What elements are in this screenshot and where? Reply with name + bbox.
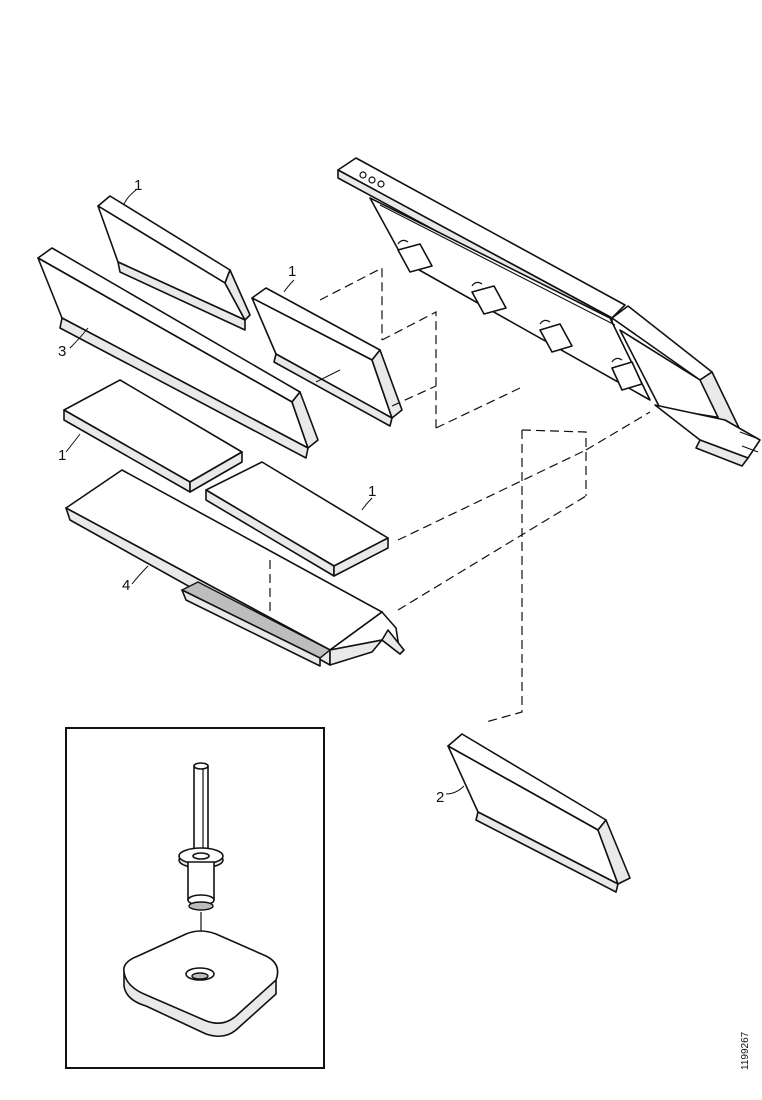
callout-1d: 1 xyxy=(368,483,376,500)
callout-2: 2 xyxy=(436,789,444,806)
figure-id: 1199267 xyxy=(740,1031,751,1070)
pad-part-1b xyxy=(251,287,403,427)
bar-part-3 xyxy=(37,247,319,459)
rivet-icon xyxy=(178,762,224,970)
plate-part-1d xyxy=(205,461,389,577)
pad-part-2 xyxy=(447,733,631,893)
callout-4: 4 xyxy=(122,577,130,594)
pad-part-1a xyxy=(97,195,251,331)
frame-assembly xyxy=(337,157,761,467)
callout-3: 3 xyxy=(58,343,66,360)
tray-part-4 xyxy=(65,469,405,667)
callout-1a: 1 xyxy=(134,177,142,194)
plate-part-1c xyxy=(63,379,243,493)
detail-inset xyxy=(65,727,325,1069)
callout-1c: 1 xyxy=(58,447,66,464)
pad-icon xyxy=(122,930,279,1038)
callout-1b: 1 xyxy=(288,263,296,280)
assembly-lines xyxy=(269,267,651,723)
